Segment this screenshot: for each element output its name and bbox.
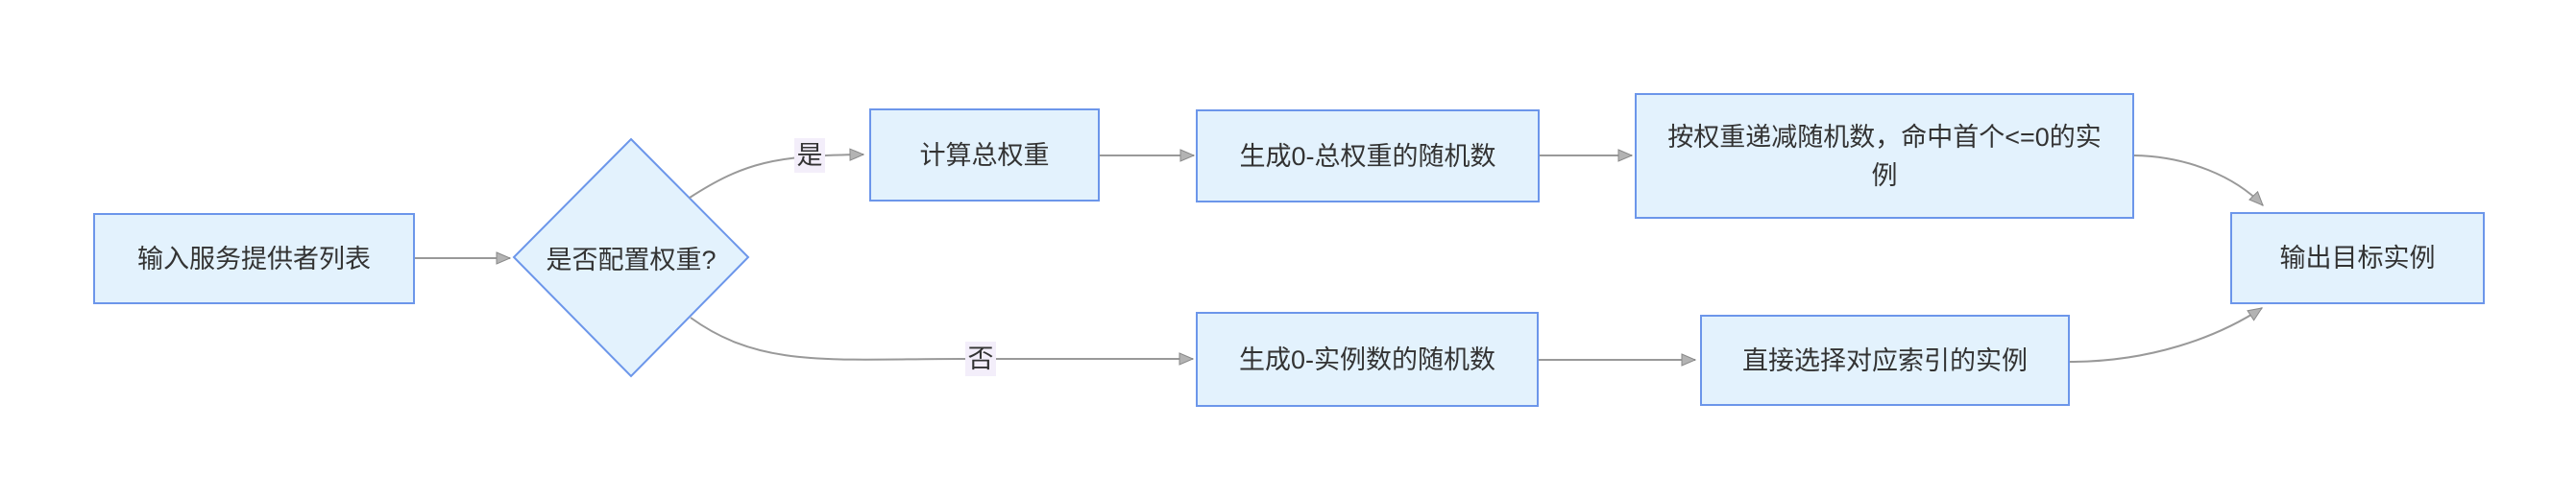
node-decision-label: 是否配置权重?	[523, 238, 739, 276]
edge-decision-to-random-instance-count	[690, 317, 1195, 366]
node-output-target-instance-label: 输出目标实例	[2279, 244, 2436, 273]
node-weight-decrement: 按权重递减随机数，命中首个<=0的实例	[1635, 93, 2134, 219]
node-random-total-weight-label: 生成0-总权重的随机数	[1239, 141, 1496, 171]
edge-label-yes: 是	[794, 138, 825, 173]
decision-diamond-shape	[512, 137, 750, 378]
node-weight-decrement-label: 按权重递减随机数，命中首个<=0的实例	[1667, 122, 2102, 190]
node-decision-label-text: 是否配置权重?	[546, 245, 717, 274]
node-input-provider-list: 输入服务提供者列表	[93, 213, 415, 304]
node-input-provider-list-label: 输入服务提供者列表	[137, 244, 371, 273]
node-calc-total-weight: 计算总权重	[869, 108, 1100, 202]
node-random-total-weight: 生成0-总权重的随机数	[1196, 109, 1540, 202]
edge-decision-to-calc-total-weight	[689, 148, 865, 199]
node-select-by-index-label: 直接选择对应索引的实例	[1742, 345, 2028, 375]
edge-label-no: 否	[965, 342, 996, 376]
node-output-target-instance: 输出目标实例	[2230, 212, 2485, 304]
node-select-by-index: 直接选择对应索引的实例	[1700, 315, 2070, 406]
node-calc-total-weight-label: 计算总权重	[919, 140, 1050, 170]
edge-weight-decrement-to-output	[2133, 154, 2264, 206]
node-random-instance-count: 生成0-实例数的随机数	[1196, 312, 1539, 407]
node-random-instance-count-label: 生成0-实例数的随机数	[1238, 345, 1495, 374]
edge-select-by-index-to-output	[2069, 307, 2264, 363]
